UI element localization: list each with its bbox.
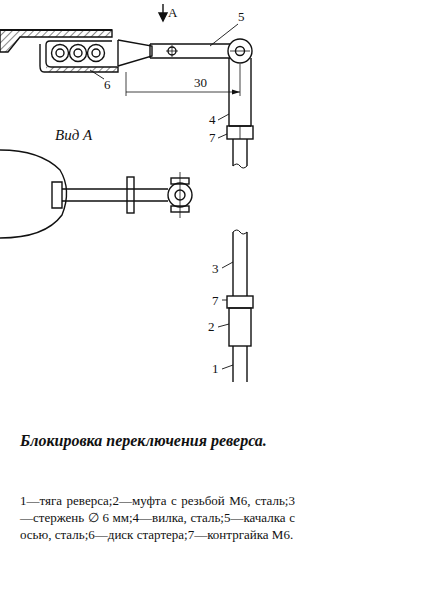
extension-line bbox=[240, 64, 241, 96]
callout-number: 6 bbox=[104, 78, 111, 91]
callout-number: 4 bbox=[209, 113, 216, 126]
dimension-line bbox=[126, 92, 240, 93]
lock-nut bbox=[227, 126, 253, 139]
lock-nut bbox=[227, 296, 253, 308]
callout-number: 7 bbox=[209, 131, 216, 144]
parts-list: 1—тяга реверса;2—муфта с резьбой М6, ста… bbox=[20, 492, 295, 543]
reverse-rod bbox=[233, 346, 247, 382]
leader-line bbox=[210, 24, 238, 46]
rod bbox=[233, 139, 247, 166]
rope-coil bbox=[52, 45, 69, 62]
rocker-view bbox=[62, 189, 168, 201]
callout-number: 3 bbox=[212, 262, 219, 275]
rod bbox=[233, 232, 247, 296]
rocker-arm bbox=[150, 44, 230, 58]
callout-number: 1 bbox=[212, 362, 219, 375]
starter-disk-view bbox=[0, 150, 67, 238]
axle-pin bbox=[127, 177, 134, 213]
arrow-head bbox=[159, 13, 167, 21]
figure-caption: Блокировка переключения реверса. bbox=[20, 430, 295, 452]
view-title: Вид А bbox=[55, 128, 92, 143]
rocker-pivot bbox=[228, 39, 252, 63]
threaded-coupling bbox=[229, 308, 251, 346]
part-description: 1—тяга реверса; bbox=[20, 493, 112, 508]
dimension-value: 30 bbox=[194, 76, 207, 89]
leader-line bbox=[90, 70, 104, 79]
part-description: 2—муфта с резьбой М6, сталь; bbox=[112, 493, 288, 508]
callout-number: 2 bbox=[208, 320, 215, 333]
callout-number: 5 bbox=[238, 10, 245, 23]
callout-number: 7 bbox=[212, 294, 219, 307]
part-description: 4—вилка, сталь; bbox=[133, 510, 224, 525]
bracket-view bbox=[52, 182, 62, 208]
part-description: 7—контргайка М6. bbox=[188, 527, 293, 542]
rope-coil bbox=[88, 45, 105, 62]
part-description: 6—диск стартера; bbox=[88, 527, 187, 542]
rope-coil bbox=[70, 45, 87, 62]
fork bbox=[229, 58, 251, 126]
fork-jaw bbox=[118, 40, 152, 66]
bracket bbox=[40, 41, 118, 72]
view-letter: А bbox=[168, 6, 177, 19]
